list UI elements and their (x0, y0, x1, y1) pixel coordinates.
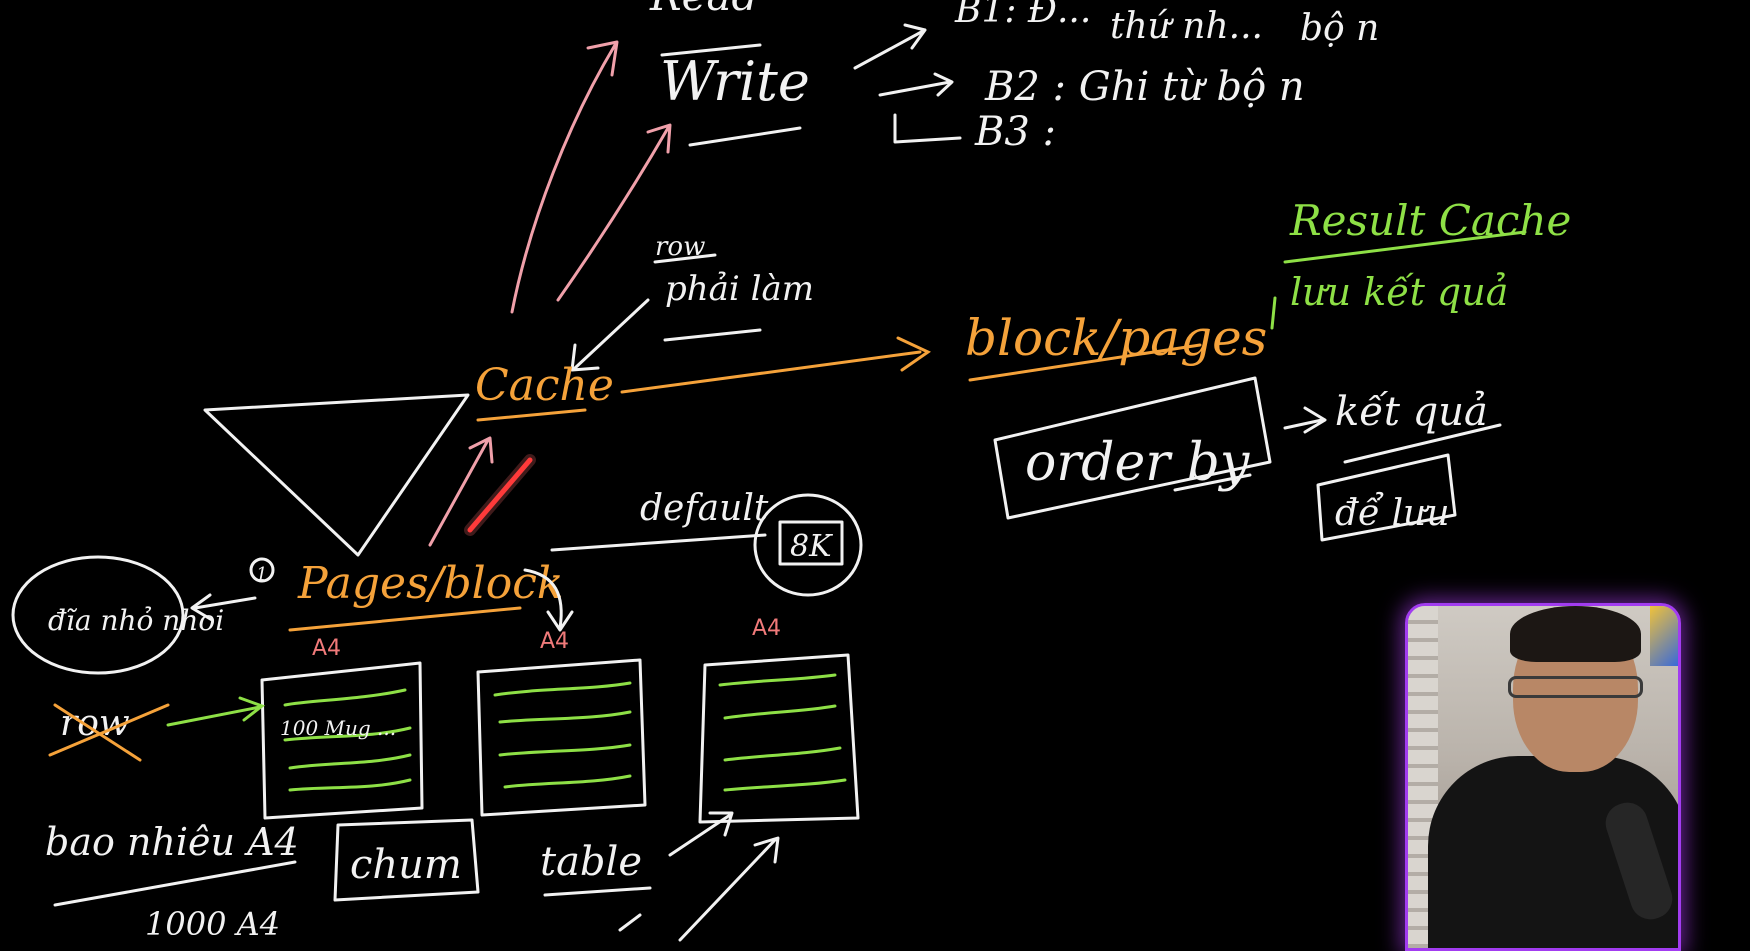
presenter-hair (1510, 606, 1641, 662)
a4-label-1: A4 (312, 636, 341, 661)
red-highlight-stroke (467, 457, 533, 533)
funnel-triangle (203, 393, 470, 557)
a4-page-2 (476, 658, 647, 817)
fi-luu-label: để lưu (1335, 492, 1450, 534)
background-poster (1650, 606, 1678, 666)
b1-more: bộ n (1300, 8, 1379, 49)
arrow-table-to-page3 (678, 836, 780, 942)
a4-label-2: A4 (540, 629, 569, 654)
circle-number: 1 (256, 564, 267, 585)
arrow-to-ket-qua (1283, 406, 1327, 434)
order-by-label: order by (1025, 433, 1250, 493)
row-crossed-label: row (60, 703, 130, 744)
presenter-glasses (1508, 676, 1643, 698)
write-arrow (853, 23, 927, 70)
chum-label: chum (350, 842, 462, 888)
b1-tail: thứ nh... (1110, 6, 1263, 47)
eight-k-circle (753, 493, 863, 597)
b3-label: B3 : (974, 109, 1056, 155)
arrow-table-to-page2 (668, 811, 734, 857)
arrow-to-disk (190, 593, 257, 622)
chum-box (333, 818, 480, 902)
green-arrow-row-to-page (166, 696, 266, 727)
phai-lam-label: phải làm (665, 269, 814, 309)
b2-label: B2 : Ghi từ bộ n (984, 64, 1305, 110)
white-arrow-to-cache (570, 298, 650, 372)
pages-block-label: Pages/block (297, 558, 564, 609)
thousand-a4-label: 1000 A4 (145, 905, 280, 943)
webcam-overlay (1405, 603, 1681, 951)
bao-nhieu-a4-label: bao nhiêu A4 (45, 820, 299, 864)
arrow-pages-to-a4 (523, 568, 574, 632)
result-cache-label: Result Cache (1289, 196, 1571, 245)
pink-arrow-read (510, 40, 619, 314)
read-label: Read (649, 0, 758, 20)
cache-label: Cache (475, 360, 614, 411)
fi-luu-box (1316, 453, 1457, 542)
mui-hang-text: 100 Mug ... (280, 716, 396, 740)
order-by-box (993, 376, 1272, 520)
a4-page-1 (260, 661, 424, 820)
eight-k-label: 8K (790, 529, 833, 564)
pink-arrow-pages-to-cache (428, 436, 494, 547)
luu-ket-qua-label: lưu kết quả (1290, 270, 1508, 314)
write-label: Write (660, 50, 810, 113)
a4-page-3 (698, 653, 860, 824)
default-label: default (640, 488, 769, 529)
orange-arrow-cache-to-block (620, 336, 932, 394)
ket-qua-label: kết quả (1335, 389, 1488, 435)
dia-nho-nhoi-circle (11, 555, 185, 675)
table-label: table (540, 839, 642, 885)
default-line (550, 533, 767, 552)
pink-arrow-write (556, 123, 672, 302)
a4-label-3: A4 (752, 616, 781, 641)
b1-label: B1: Đ... (954, 0, 1091, 31)
